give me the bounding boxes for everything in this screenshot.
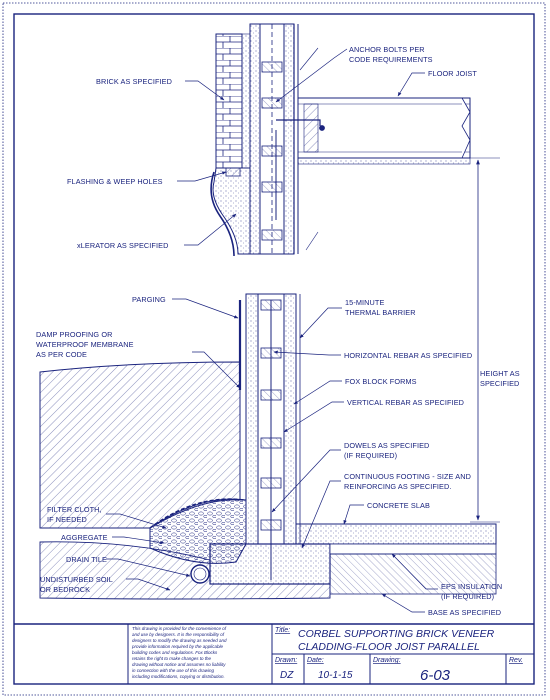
drawing-caption: Drawing: [373, 657, 401, 664]
svg-text:in connection with the use of: in connection with the use of this drawi… [132, 668, 215, 673]
label-floor-joist: FLOOR JOIST [428, 69, 477, 78]
label-footing-2: REINFORCING AS SPECIFIED. [344, 482, 452, 491]
label-damp-proofing-3: AS PER CODE [36, 350, 87, 359]
label-eps-2: (IF REQUIRED) [441, 592, 494, 601]
svg-text:building codes and regulations: building codes and regulations. Fox Bloc… [132, 650, 218, 655]
label-thermal-barrier-2: THERMAL BARRIER [345, 308, 416, 317]
label-horizontal-rebar: HORIZONTAL REBAR AS SPECIFIED [344, 351, 472, 360]
label-brick: BRICK AS SPECIFIED [96, 77, 172, 86]
label-vertical-rebar: VERTICAL REBAR AS SPECIFIED [347, 398, 464, 407]
drawn-value: DZ [280, 670, 294, 681]
upper-rebar-cells [261, 61, 283, 241]
callout-labels: ANCHOR BOLTS PER CODE REQUIREMENTS FLOOR… [36, 45, 520, 617]
label-aggregate: AGGREGATE [61, 533, 108, 542]
label-damp-proofing-1: DAMP PROOFING OR [36, 330, 112, 339]
label-filter-cloth-2: IF NEEDED [47, 515, 87, 524]
upper-detail [210, 23, 471, 257]
height-dimension [470, 157, 500, 523]
drain-tile [190, 564, 210, 584]
drawn-caption: Drawn: [275, 657, 297, 664]
label-height-1: HEIGHT AS [480, 369, 520, 378]
label-anchor-bolts-1: ANCHOR BOLTS PER [349, 45, 425, 54]
svg-text:provide information required b: provide information required by the appl… [131, 644, 224, 649]
label-fox-block: FOX BLOCK FORMS [345, 377, 417, 386]
svg-text:including modifications, copyi: including modifications, copying or dist… [132, 674, 225, 679]
footing [209, 543, 331, 585]
lower-wall-left-panel [245, 293, 259, 545]
date-value: 10-1-15 [318, 670, 353, 681]
label-dowels-2: (IF REQUIRED) [344, 451, 397, 460]
label-dowels-1: DOWELS AS SPECIFIED [344, 441, 429, 450]
label-thermal-barrier-1: 15-MINUTE [345, 298, 384, 307]
disclaimer-text: This drawing is provided for the conveni… [131, 626, 227, 679]
label-damp-proofing-2: WATERPROOF MEMBRANE [36, 340, 134, 349]
label-footing-1: CONTINUOUS FOOTING - SIZE AND [344, 472, 471, 481]
svg-text:drawing without notice and ass: drawing without notice and assumes no li… [132, 662, 226, 667]
lower-detail [39, 293, 497, 600]
upper-wall-right-panel [283, 23, 295, 255]
label-base: BASE AS SPECIFIED [428, 608, 501, 617]
title-block: This drawing is provided for the conveni… [14, 623, 534, 684]
svg-text:retains the right to make chan: retains the right to make changes to the [132, 656, 212, 661]
svg-text:This drawing is provided for t: This drawing is provided for the conveni… [132, 626, 227, 631]
svg-text:and use by designers. It is t: and use by designers. It is the responsi… [132, 632, 225, 637]
brick-veneer [215, 33, 243, 169]
rev-caption: Rev. [509, 657, 523, 664]
label-filter-cloth-1: FILTER CLOTH, [47, 505, 102, 514]
label-concrete-slab: CONCRETE SLAB [367, 501, 430, 510]
svg-text:designers to modify the drawin: designers to modify the drawing as neede… [132, 638, 227, 643]
base-layer [329, 553, 497, 595]
lower-rebar-cells [260, 299, 282, 531]
label-eps-1: EPS INSULATION [441, 582, 502, 591]
label-xlerator: xLERATOR AS SPECIFIED [77, 241, 168, 250]
concrete-slab [295, 523, 497, 545]
eps-insulation [329, 543, 497, 555]
drawing-title-line-2: CLADDING-FLOOR JOIST PARALLEL [298, 641, 480, 653]
label-parging: PARGING [132, 295, 166, 304]
lower-wall-right-panel [283, 293, 297, 545]
upper-wall-left-panel [249, 23, 261, 255]
title-caption: Title: [275, 627, 290, 634]
undisturbed-soil [39, 541, 331, 600]
label-undisturbed-1: UNDISTURBED SOIL [40, 575, 113, 584]
label-anchor-bolts-2: CODE REQUIREMENTS [349, 55, 433, 64]
label-flashing: FLASHING & WEEP HOLES [67, 177, 163, 186]
date-caption: Date: [307, 657, 324, 664]
label-drain-tile: DRAIN TILE [66, 555, 107, 564]
corbel-flashing [212, 167, 251, 255]
leader-lines [106, 48, 438, 613]
label-undisturbed-2: OR BEDROCK [40, 585, 90, 594]
label-height-2: SPECIFIED [480, 379, 519, 388]
drawing-number: 6-03 [420, 667, 451, 684]
drawing-title-line-1: CORBEL SUPPORTING BRICK VENEER [298, 628, 495, 640]
